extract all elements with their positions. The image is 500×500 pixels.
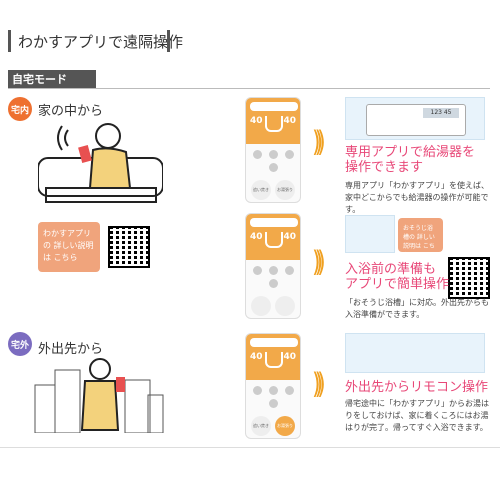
page-title: わかすアプリで遠隔操作 <box>18 33 184 51</box>
divider <box>0 447 500 448</box>
divider <box>8 88 490 89</box>
phone-screen-1: 40 40 追い焚きお湯張り <box>245 97 301 203</box>
phone-screen-3: 40 40 追い焚きお湯張り <box>245 333 301 439</box>
feature-desc-2: 「おそうじ浴槽」に対応。外出先からも入浴準備ができます。 <box>345 298 489 319</box>
mode-label: 自宅モード <box>8 70 96 89</box>
person-on-sofa-illustration <box>38 123 163 203</box>
title-bar-right <box>167 30 170 52</box>
home-badge: 宅内 <box>8 97 32 121</box>
out-title: 外出先から <box>38 342 104 357</box>
phone-screen-2: 40 40 <box>245 213 301 319</box>
feature-heading-2a: 入浴前の準備も <box>345 262 437 277</box>
home-title: 家の中から <box>38 104 104 119</box>
feature-heading-1a: 専用アプリで給湯器を <box>345 145 476 160</box>
app-info-callout[interactable]: わかすアプリの 詳しい説明は こちら <box>38 222 100 272</box>
feature-heading-1b: 操作できます <box>345 160 424 175</box>
person-in-city-illustration <box>34 358 164 433</box>
feature-desc-3: 帰宅途中に「わかすアプリ」からお湯はりをしておけば、家に着くころにはお湯はりが完… <box>345 399 489 432</box>
bath-steam-image <box>345 333 485 373</box>
feature-desc-1: 専用アプリ「わかすアプリ」を使えば、家中どこからでも給湯器の操作が可能です。 <box>345 181 489 214</box>
qr-code-icon[interactable] <box>108 226 150 268</box>
feature-heading-3: 外出先からリモコン操作 <box>345 380 489 395</box>
signal-waves-icon: ))) <box>312 126 326 159</box>
qr-code-icon[interactable] <box>448 257 490 299</box>
bath-cleaning-image <box>345 215 395 253</box>
feature-heading-2b: アプリで簡単操作 <box>345 277 450 292</box>
signal-waves-icon: ))) <box>312 246 326 279</box>
remote-controller-image: 123 45 <box>345 97 485 140</box>
title-bar-left <box>8 30 11 52</box>
signal-waves-icon: ))) <box>312 368 326 401</box>
bath-info-callout[interactable]: おそうじ浴槽の 詳しい説明は こちら <box>398 218 443 259</box>
out-badge: 宅外 <box>8 332 32 356</box>
